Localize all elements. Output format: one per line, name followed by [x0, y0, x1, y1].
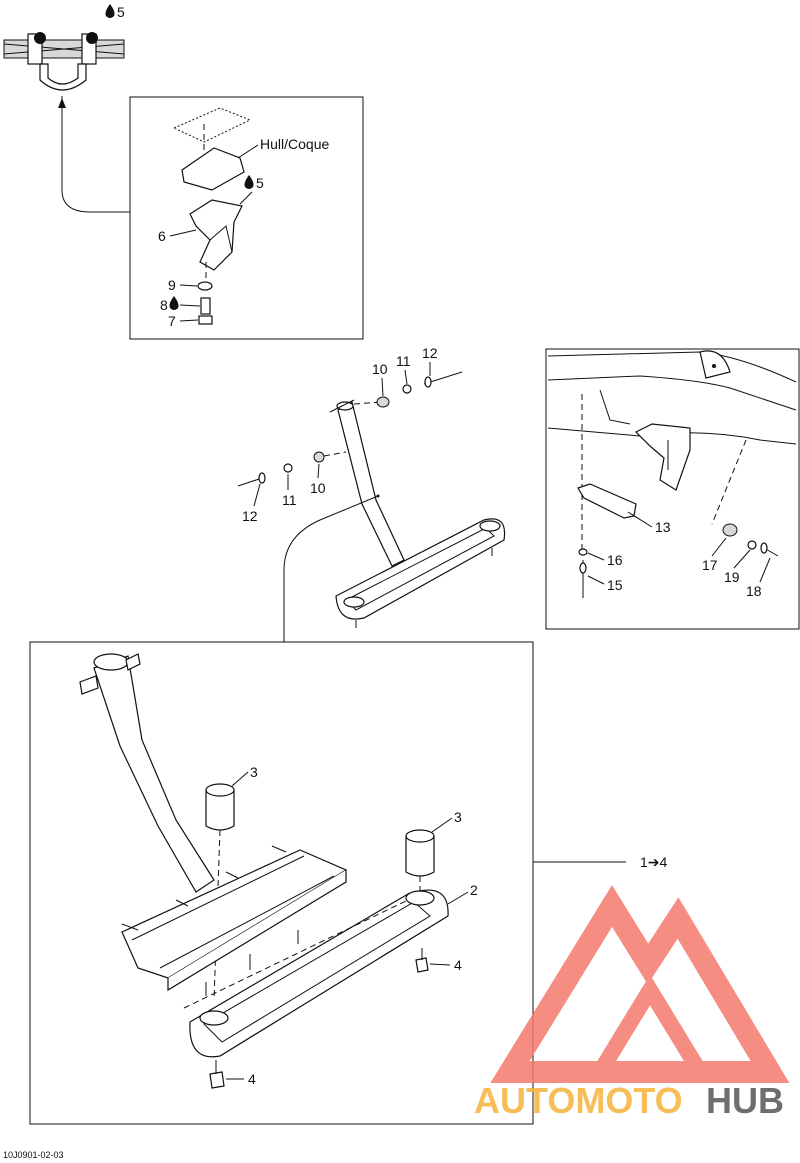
hull-label: Hull/Coque: [260, 136, 329, 152]
callout-2: 2: [470, 882, 478, 898]
callout-6: 6: [158, 228, 166, 244]
callout-5-top: 5: [117, 4, 125, 20]
callout-16: 16: [607, 552, 623, 568]
droplet-icon: [244, 175, 254, 189]
ladder-detail-box: [29, 641, 534, 1125]
bracket-detail-box: [129, 96, 364, 340]
callout-11-left: 11: [282, 492, 297, 508]
callout-8: 8: [160, 297, 168, 313]
callout-4-right: 4: [454, 957, 462, 973]
callout-10-left: 10: [310, 480, 326, 496]
droplet-icon: [169, 296, 179, 310]
callout-10-right: 10: [372, 361, 388, 377]
hull-section-detail: [3, 32, 130, 213]
callout-19: 19: [724, 569, 740, 585]
callout-7: 7: [168, 313, 176, 329]
callout-4-bottom: 4: [248, 1071, 256, 1087]
callout-1-to-4: 1➔4: [640, 854, 668, 870]
automotohub-watermark: AUTOMOTO HUB: [474, 885, 790, 1121]
watermark-text-1: AUTOMOTO: [474, 1080, 683, 1121]
callout-12-left: 12: [242, 508, 258, 524]
droplet-icon: [105, 4, 115, 18]
callout-13: 13: [655, 519, 671, 535]
mounting-detail-box: [545, 348, 800, 630]
callout-18: 18: [746, 583, 762, 599]
callout-3-right: 3: [454, 809, 462, 825]
figure-code: 10J0901-02-03: [3, 1150, 64, 1160]
watermark-text-2: HUB: [706, 1080, 784, 1121]
ladder-assembly-view: [237, 371, 506, 642]
callout-15: 15: [607, 577, 623, 593]
callout-9: 9: [168, 277, 176, 293]
callout-12-right: 12: [422, 345, 438, 361]
callout-11-right: 11: [396, 353, 411, 369]
callout-5-bracket: 5: [256, 175, 264, 191]
callout-17: 17: [702, 557, 718, 573]
callout-3-left: 3: [250, 764, 258, 780]
